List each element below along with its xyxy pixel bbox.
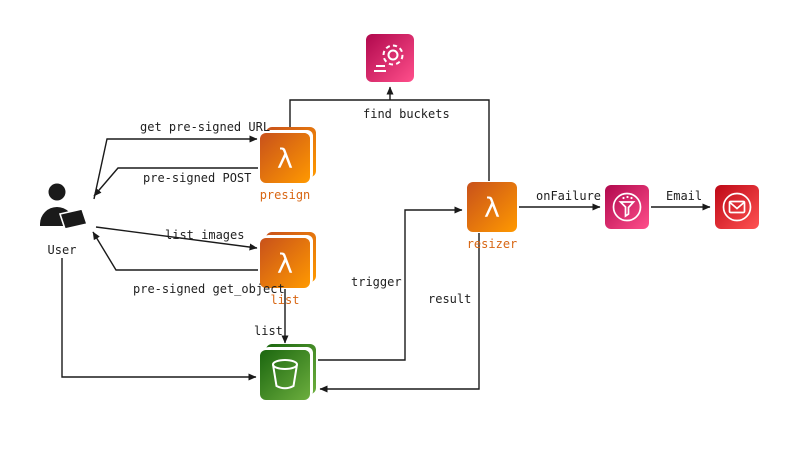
- edge-list-images: [95, 226, 258, 251]
- resizer-label: resizer: [466, 237, 518, 251]
- edge-get-presigned-url: [93, 135, 258, 200]
- resizer-lambda-node: λ: [467, 182, 517, 232]
- lambda-glyph: λ: [484, 193, 500, 224]
- bucket-finder-node: [366, 34, 414, 82]
- edge-label-result: result: [428, 292, 472, 306]
- s3-bucket-icon: [272, 359, 298, 390]
- lambda-icon: λ: [277, 249, 293, 280]
- edge-label-get-presigned-url: get pre-signed URL: [140, 120, 271, 134]
- edge-label-list-bucket: list: [254, 324, 283, 338]
- presign-lambda-node: λ: [260, 133, 310, 183]
- edge-label-list-images: list images: [165, 228, 245, 242]
- edge-label-trigger: trigger: [351, 275, 402, 289]
- list-label: list: [270, 293, 300, 307]
- edge-label-presigned-post: pre-signed POST: [143, 171, 252, 185]
- edge-label-find-buckets: find buckets: [363, 107, 450, 121]
- user-node: [30, 178, 94, 242]
- edge-presigned-post: [93, 167, 258, 197]
- lambda-icon: λ: [484, 193, 500, 224]
- email-node: [715, 185, 759, 229]
- edge-presigned-get-object: [92, 231, 258, 271]
- edge-user-to-bucket: [61, 258, 257, 381]
- gear-service-icon: [374, 44, 404, 72]
- s3-bucket-node: [260, 350, 310, 400]
- presign-label: presign: [259, 188, 311, 202]
- notification-node: [605, 185, 649, 229]
- lambda-glyph: λ: [277, 144, 293, 175]
- edge-label-presigned-get-object: pre-signed get_object: [133, 282, 285, 296]
- user-label: User: [47, 243, 77, 257]
- lambda-glyph: λ: [277, 249, 293, 280]
- list-lambda-node: λ: [260, 238, 310, 288]
- edge-label-on-failure: onFailure: [536, 189, 602, 203]
- notification-filter-icon: [612, 192, 642, 222]
- edge-trigger: [318, 206, 463, 361]
- lambda-icon: λ: [277, 144, 293, 175]
- edge-label-email: Email: [666, 189, 703, 203]
- user-icon: [40, 183, 89, 230]
- email-icon: [722, 192, 752, 222]
- edge-result: [319, 233, 480, 393]
